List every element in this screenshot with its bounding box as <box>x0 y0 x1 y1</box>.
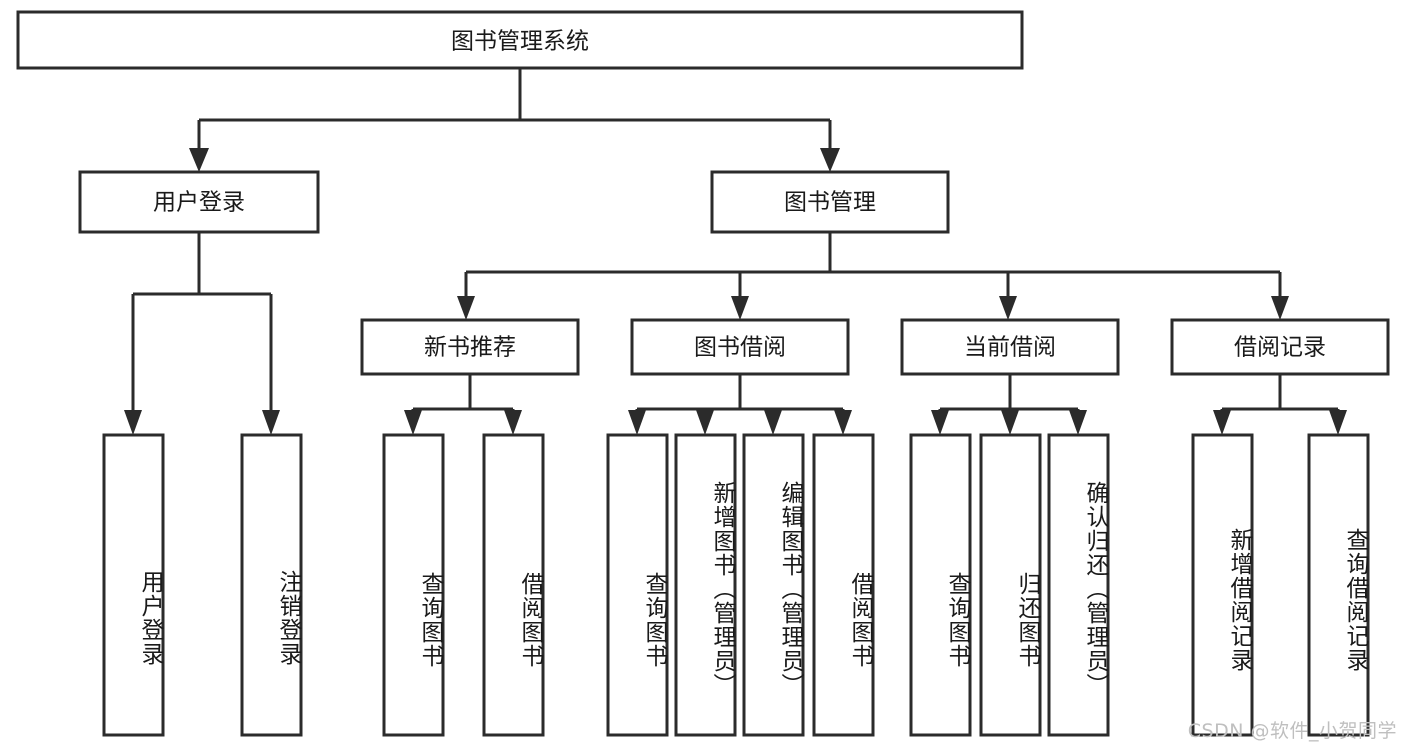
node-new-book-recommend[interactable]: 新书推荐 <box>360 318 580 376</box>
node-user-login-box[interactable] <box>78 170 320 234</box>
leaf-box-current-borrow-2[interactable] <box>1047 433 1110 737</box>
leaf-box-borrow-records-1[interactable] <box>1307 433 1370 737</box>
watermark-text: CSDN @软件_小贺同学 <box>1187 720 1397 742</box>
node-book-management-label: 图书管理 <box>784 190 876 216</box>
node-root-label: 图书管理系统 <box>451 29 589 55</box>
leaf-box-user-login-0[interactable] <box>102 433 165 737</box>
arrow-down-icon <box>731 296 749 320</box>
node-current-borrow[interactable]: 当前借阅 <box>900 318 1120 376</box>
leaf-box-user-login-1[interactable] <box>240 433 303 737</box>
node-book-borrow-label: 图书借阅 <box>694 335 786 361</box>
arrow-down-icon <box>1001 410 1019 435</box>
node-user-login[interactable]: 用户登录 <box>78 170 320 234</box>
arrow-down-icon <box>1271 296 1289 320</box>
arrow-down-icon <box>628 410 646 435</box>
connector-user-login-to-leaves <box>124 232 280 435</box>
arrow-down-icon <box>764 410 782 435</box>
node-borrow-records-label: 借阅记录 <box>1234 335 1326 361</box>
connector-book-borrow-to-leaves <box>628 374 852 435</box>
connector-root-to-level2 <box>189 68 840 172</box>
arrow-down-icon <box>404 410 422 435</box>
leaf-box-borrow-records-0[interactable] <box>1191 433 1254 737</box>
node-current-borrow-label: 当前借阅 <box>964 335 1056 361</box>
node-borrow-records[interactable]: 借阅记录 <box>1170 318 1390 376</box>
leaf-box-new-book-1[interactable] <box>482 433 545 737</box>
node-user-login-label: 用户登录 <box>153 190 245 216</box>
arrow-down-icon <box>457 296 475 320</box>
arrow-down-icon <box>1213 410 1231 435</box>
arrow-down-icon <box>189 148 209 172</box>
arrow-down-icon <box>262 410 280 435</box>
leaf-box-new-book-0[interactable] <box>382 433 445 737</box>
leaf-box-book-borrow-0[interactable] <box>606 433 669 737</box>
node-new-book-recommend-box[interactable] <box>360 318 580 376</box>
leaf-box-book-borrow-2[interactable] <box>742 433 805 737</box>
leaf-box-current-borrow-1[interactable] <box>979 433 1042 737</box>
node-book-borrow[interactable]: 图书借阅 <box>630 318 850 376</box>
arrow-down-icon <box>696 410 714 435</box>
node-root[interactable]: 图书管理系统 <box>16 10 1024 70</box>
arrow-down-icon <box>504 410 522 435</box>
connector-book-management-to-level3 <box>457 232 1289 320</box>
arrow-down-icon <box>124 410 142 435</box>
connector-current-borrow-to-leaves <box>931 374 1087 435</box>
connector-borrow-records-to-leaves <box>1213 374 1347 435</box>
arrow-down-icon <box>834 410 852 435</box>
node-current-borrow-box[interactable] <box>900 318 1120 376</box>
node-book-management[interactable]: 图书管理 <box>710 170 950 234</box>
leaf-box-book-borrow-1[interactable] <box>674 433 737 737</box>
node-new-book-recommend-label: 新书推荐 <box>424 335 516 361</box>
connector-new-book-recommend-to-leaves <box>404 374 522 435</box>
node-root-box[interactable] <box>16 10 1024 70</box>
leaf-box-book-borrow-3[interactable] <box>812 433 875 737</box>
arrow-down-icon <box>1069 410 1087 435</box>
leaf-box-current-borrow-0[interactable] <box>909 433 972 737</box>
arrow-down-icon <box>931 410 949 435</box>
arrow-down-icon <box>1329 410 1347 435</box>
arrow-down-icon <box>999 296 1017 320</box>
arrow-down-icon <box>820 148 840 172</box>
